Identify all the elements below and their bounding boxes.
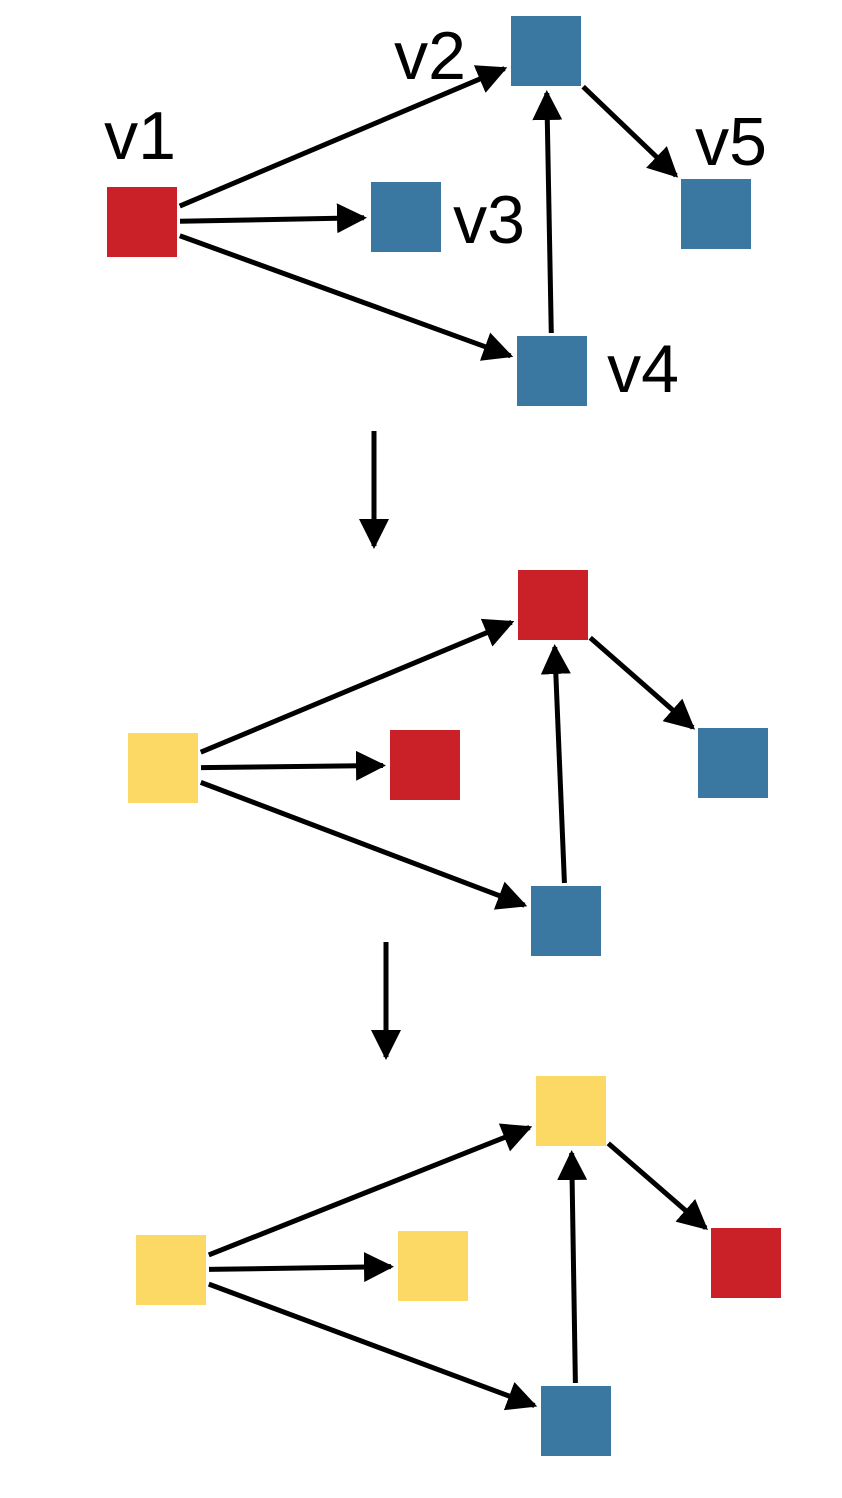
node-stage-1-v3 bbox=[371, 182, 441, 252]
node-stage-1-v2 bbox=[511, 16, 581, 86]
stage-1: v1 v2 v3 v4 v5 bbox=[104, 16, 767, 407]
edge-stage-1-v1-v3 bbox=[179, 203, 368, 234]
edge-stage-3-v2-v5 bbox=[606, 1141, 708, 1230]
edge-stage-1-v4-v2 bbox=[532, 89, 563, 334]
label-v5: v5 bbox=[695, 104, 767, 180]
edge-stage-2-v4-v2 bbox=[540, 643, 571, 884]
edge-stage-1-v1-v2 bbox=[178, 65, 508, 209]
node-stage-3-v4 bbox=[541, 1386, 611, 1456]
node-stage-1-v5 bbox=[681, 179, 751, 249]
node-stage-2-v5 bbox=[698, 728, 768, 798]
node-stage-1-v4 bbox=[517, 336, 587, 406]
edge-stage-2-v2-v5 bbox=[588, 635, 695, 730]
label-v3: v3 bbox=[453, 182, 525, 258]
edge-stage-3-v1-v4 bbox=[207, 1281, 538, 1411]
node-stage-1-v1 bbox=[107, 187, 177, 257]
node-stage-2-v1 bbox=[128, 733, 198, 803]
edge-stage-3-v4-v2 bbox=[557, 1149, 588, 1384]
edge-stage-2-v1-v2 bbox=[199, 618, 515, 755]
edge-stage-1-v1-v4 bbox=[178, 233, 514, 361]
node-stage-2-v2 bbox=[518, 570, 588, 640]
node-stage-3-v2 bbox=[536, 1076, 606, 1146]
node-stage-3-v1 bbox=[136, 1235, 206, 1305]
edge-stage-3-v1-v2 bbox=[207, 1123, 533, 1258]
stage-3 bbox=[136, 1076, 781, 1456]
edge-stage-3-v1-v3 bbox=[208, 1252, 395, 1283]
stage-2 bbox=[128, 570, 768, 956]
label-v2: v2 bbox=[394, 18, 466, 94]
label-v1: v1 bbox=[104, 98, 176, 174]
label-v4: v4 bbox=[607, 331, 679, 407]
edge-stage-2-v1-v4 bbox=[199, 780, 528, 910]
node-stage-2-v4 bbox=[531, 886, 601, 956]
node-stage-3-v3 bbox=[398, 1231, 468, 1301]
edge-stage-2-v1-v3 bbox=[200, 750, 387, 781]
edge-stage-1-v2-v5 bbox=[581, 84, 679, 178]
node-stage-3-v5 bbox=[711, 1228, 781, 1298]
node-stage-2-v3 bbox=[390, 730, 460, 800]
